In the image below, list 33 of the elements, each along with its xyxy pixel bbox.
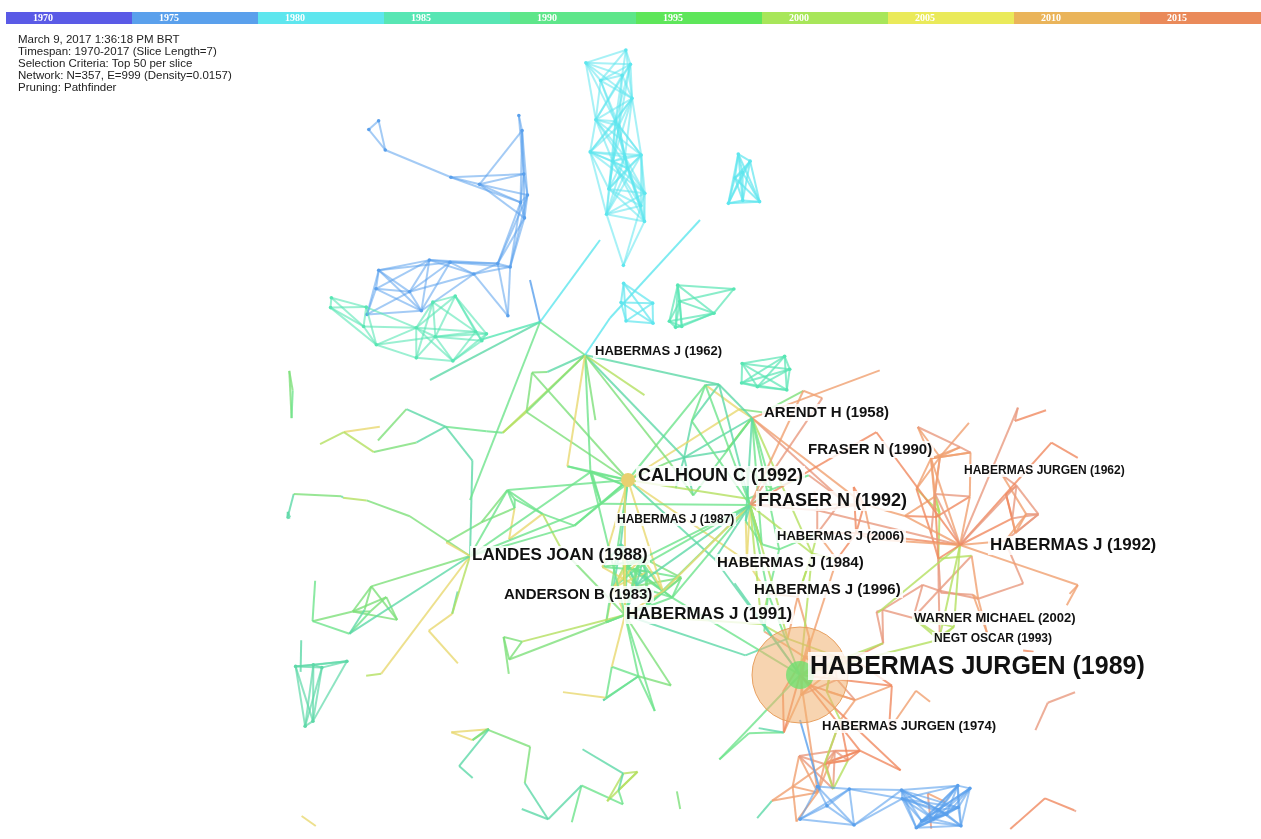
node-label: NEGT OSCAR (1993) — [932, 632, 1055, 646]
node-label: HABERMAS JURGEN (1962) — [962, 464, 1127, 478]
node-label: HABERMAS J (1962) — [593, 344, 725, 359]
year-label: 2010 — [1041, 12, 1061, 24]
node-label: ANDERSON B (1983) — [502, 586, 655, 603]
node-label: FRASER N (1992) — [756, 491, 910, 511]
node-label: HABERMAS J (1987) — [615, 513, 737, 527]
node-label: HABERMAS J (1992) — [988, 536, 1159, 555]
year-label: 1970 — [33, 12, 53, 24]
year-label: 1995 — [663, 12, 683, 24]
metadata-text: Network: N=357, E=999 (Density=0.0157) — [18, 69, 232, 81]
node-label: HABERMAS J (2006) — [775, 529, 907, 544]
node-label: ARENDT H (1958) — [762, 404, 892, 421]
year-label: 1990 — [537, 12, 557, 24]
node-label: FRASER N (1990) — [806, 441, 935, 458]
node-label: HABERMAS J (1991) — [624, 605, 795, 624]
node-label: HABERMAS J (1996) — [752, 581, 903, 598]
metadata-text: March 9, 2017 1:36:18 PM BRT — [18, 33, 180, 45]
metadata-text: Selection Criteria: Top 50 per slice — [18, 57, 193, 69]
year-label: 1985 — [411, 12, 431, 24]
metadata-text: Pruning: Pathfinder — [18, 81, 117, 93]
year-label: 1975 — [159, 12, 179, 24]
node-label: HABERMAS J (1984) — [715, 554, 866, 571]
year-label: 2005 — [915, 12, 935, 24]
year-label: 2000 — [789, 12, 809, 24]
node-label: CALHOUN C (1992) — [636, 466, 806, 486]
year-label: 2015 — [1167, 12, 1187, 24]
node-label: WARNER MICHAEL (2002) — [912, 611, 1078, 626]
year-label: 1980 — [285, 12, 305, 24]
node-label: HABERMAS JURGEN (1989) — [808, 652, 1147, 680]
metadata-text: Timespan: 1970-2017 (Slice Length=7) — [18, 45, 217, 57]
node-label: LANDES JOAN (1988) — [470, 546, 650, 565]
node-label: HABERMAS JURGEN (1974) — [820, 719, 999, 734]
